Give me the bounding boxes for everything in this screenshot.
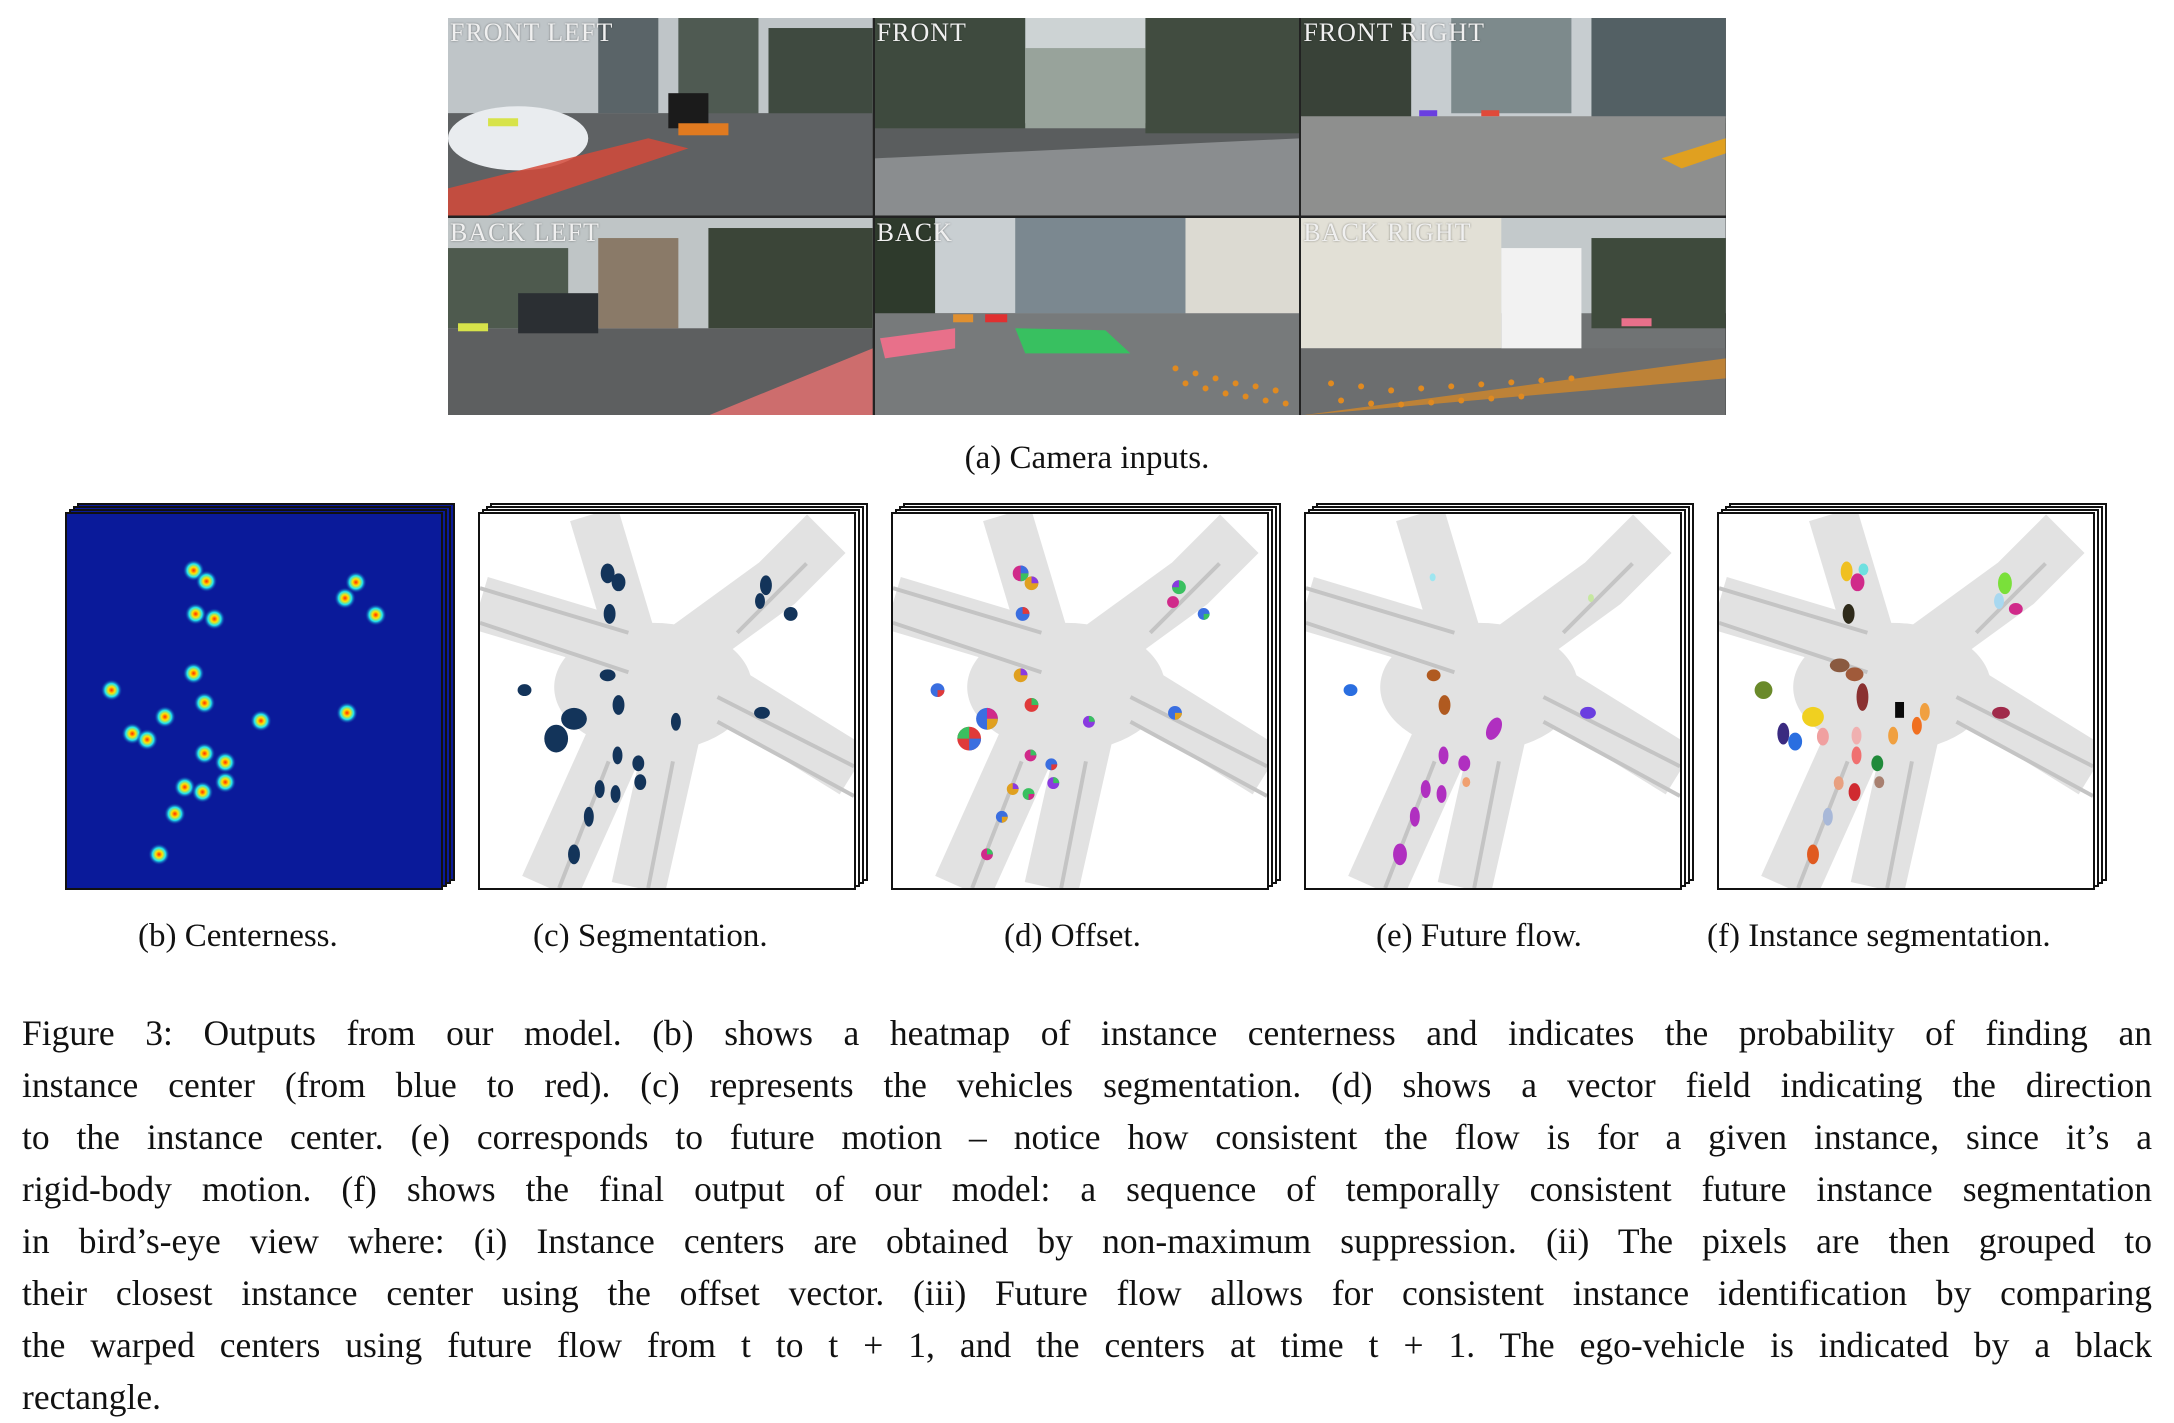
camera-label: FRONT RIGHT [1303, 18, 1486, 47]
caption-line: their closest instance center using the … [22, 1273, 2152, 1313]
figure-caption: Figure 3: Outputs from our model. (b) sh… [22, 1007, 2152, 1423]
caption-line: rectangle. [22, 1377, 161, 1417]
caption-line: Figure 3: Outputs from our model. (b) sh… [22, 1013, 2152, 1053]
stack-layer [1304, 512, 1682, 890]
camera-front-right: FRONT RIGHT [1301, 18, 1726, 216]
camera-caption: (a) Camera inputs. [964, 440, 1210, 476]
caption-line: the warped centers using future flow fro… [22, 1325, 2152, 1365]
stack-layer [1717, 512, 2095, 890]
camera-image [1301, 18, 1726, 216]
panel-caption-segmentation: (c) Segmentation. [533, 918, 768, 954]
caption-line: to the instance center. (e) corresponds … [22, 1117, 2152, 1157]
future-flow-map [1306, 514, 1680, 888]
camera-label: FRONT LEFT [450, 18, 614, 47]
panel-caption-offset: (d) Offset. [1004, 918, 1141, 954]
camera-front-left: FRONT LEFT [448, 18, 873, 216]
centerness-heatmap [67, 514, 441, 888]
caption-line: rigid-body motion. (f) shows the final o… [22, 1169, 2152, 1209]
camera-inputs-grid: FRONT LEFT FRONT FRONT RIGHT [448, 18, 1726, 415]
instance-segmentation-map [1719, 514, 2093, 888]
stack-layer [891, 512, 1269, 890]
camera-back: BACK [874, 217, 1300, 415]
panel-centerness [65, 503, 455, 890]
camera-label: BACK [876, 217, 953, 247]
camera-image [448, 217, 873, 415]
ego-vehicle-rectangle [1895, 701, 1905, 718]
segmentation-map [480, 514, 854, 888]
panel-caption-future-flow: (e) Future flow. [1376, 918, 1582, 954]
camera-image [448, 18, 873, 216]
stack-layer [478, 512, 856, 890]
camera-image [874, 217, 1300, 415]
camera-back-right: BACK RIGHT [1301, 217, 1726, 415]
camera-label: BACK LEFT [450, 217, 600, 247]
caption-line: in bird’s-eye view where: (i) Instance c… [22, 1221, 2152, 1261]
panel-instance-segmentation [1717, 503, 2107, 890]
camera-image [874, 18, 1300, 216]
offset-map [893, 514, 1267, 888]
panel-offset [891, 503, 1281, 890]
camera-back-left: BACK LEFT [448, 217, 873, 415]
camera-label: FRONT [876, 18, 967, 47]
camera-front: FRONT [874, 18, 1300, 216]
camera-image [1301, 217, 1726, 415]
panel-future-flow [1304, 503, 1694, 890]
camera-label: BACK RIGHT [1303, 217, 1472, 247]
panel-caption-centerness: (b) Centerness. [138, 918, 338, 954]
panel-segmentation [478, 503, 868, 890]
panel-caption-instance-segmentation: (f) Instance segmentation. [1707, 918, 2051, 954]
stack-layer [65, 512, 443, 890]
caption-line: instance center (from blue to red). (c) … [22, 1065, 2152, 1105]
